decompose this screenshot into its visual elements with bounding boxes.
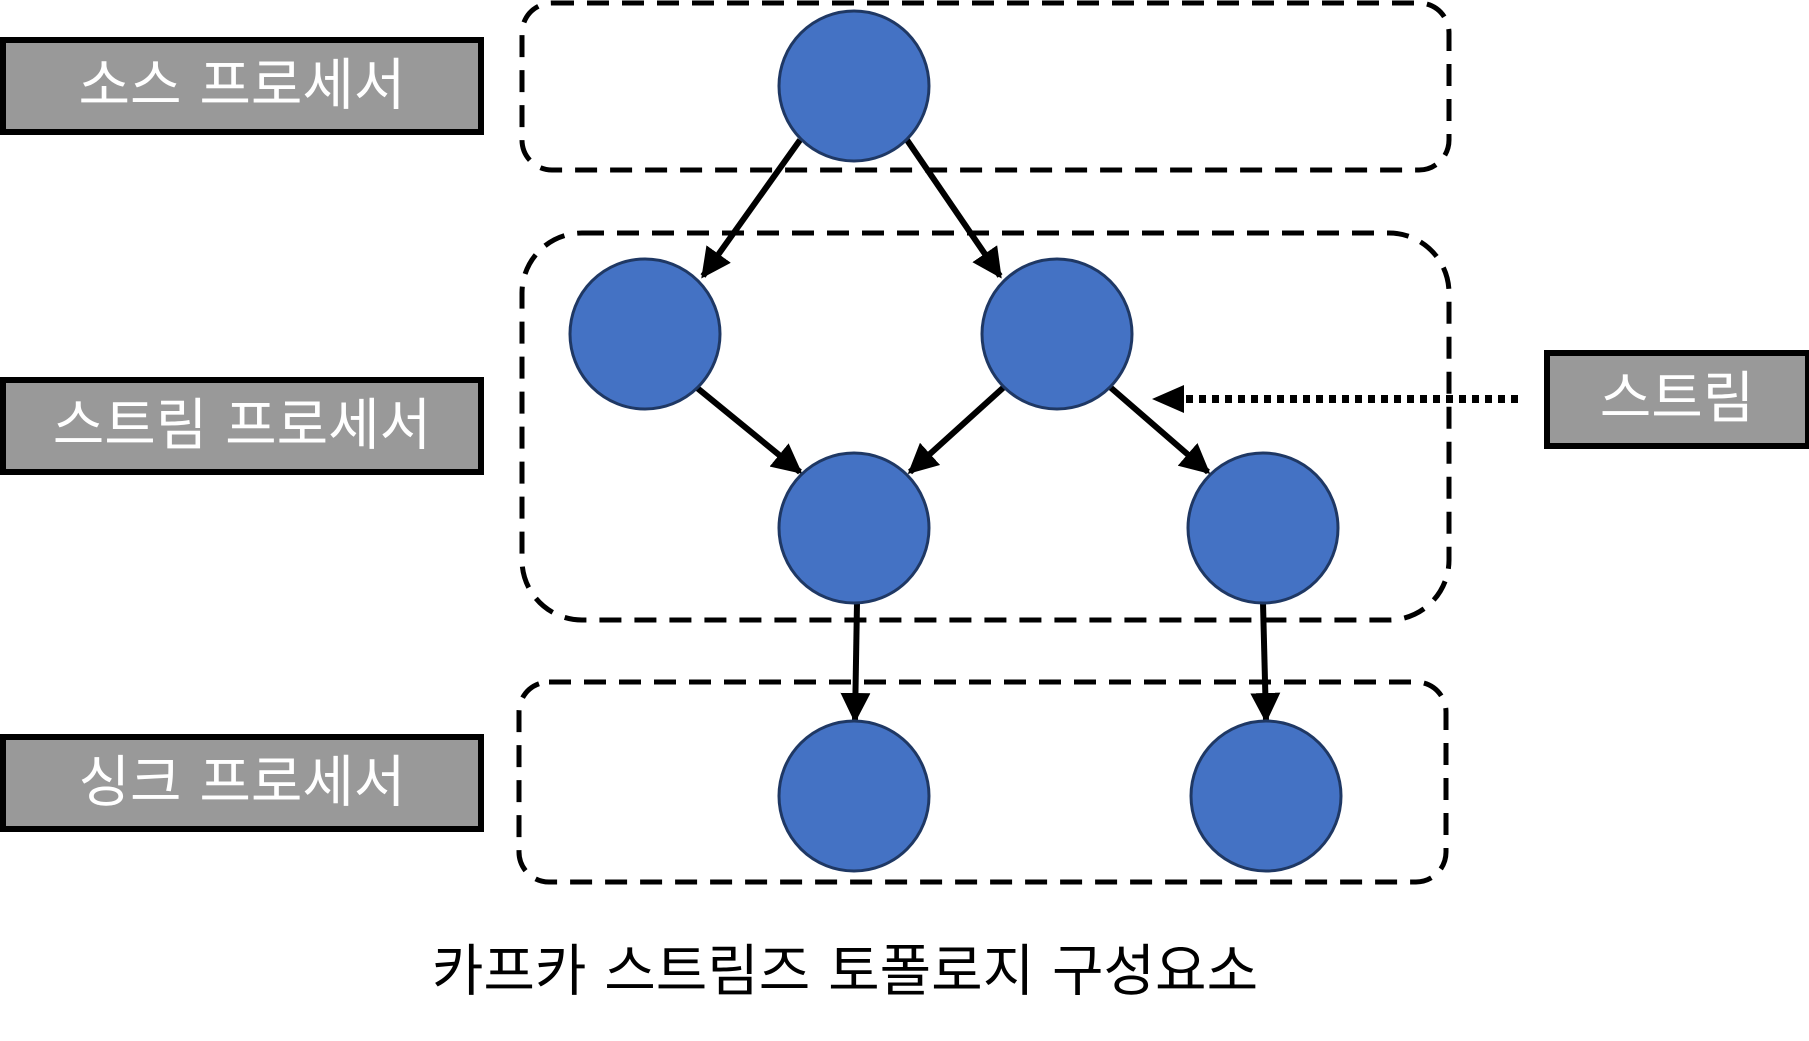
stream-processor-label-text: 스트림 프로세서 [53,394,431,459]
stream-processor-node-d [1186,451,1340,605]
stream-label-text: 스트림 [1600,367,1755,432]
source-processor-label-text: 소스 프로세서 [79,54,406,119]
stream-pointer-arrowhead [1152,385,1184,413]
stream-processor-label: 스트림 프로세서 [0,377,484,475]
source-processor-node [777,9,931,163]
edge-stream-b-to-stream-c [907,384,1007,475]
stream-processor-node-c [777,451,931,605]
stream-processor-node-a [568,257,722,411]
stream-processor-node-b [980,257,1134,411]
edge-source-to-stream-b [904,138,1003,279]
edge-stream-d-to-sink-b [1250,602,1281,723]
edge-source-to-stream-a [700,138,803,279]
sink-processor-node-a [777,719,931,873]
edge-stream-c-to-sink-a [840,602,871,723]
diagram-caption: 카프카 스트림즈 토폴로지 구성요소 [432,940,1258,1005]
edge-stream-a-to-stream-c [694,384,803,475]
stream-processor-group [519,230,1452,623]
stream-label: 스트림 [1544,350,1809,449]
sink-processor-label-text: 싱크 프로세서 [79,751,406,816]
source-processor-label: 소스 프로세서 [0,37,484,135]
sink-processor-label: 싱크 프로세서 [0,734,484,832]
sink-processor-group [516,679,1449,885]
edge-stream-b-to-stream-d [1108,384,1211,475]
sink-processor-node-b [1189,719,1343,873]
source-processor-group [519,0,1452,173]
